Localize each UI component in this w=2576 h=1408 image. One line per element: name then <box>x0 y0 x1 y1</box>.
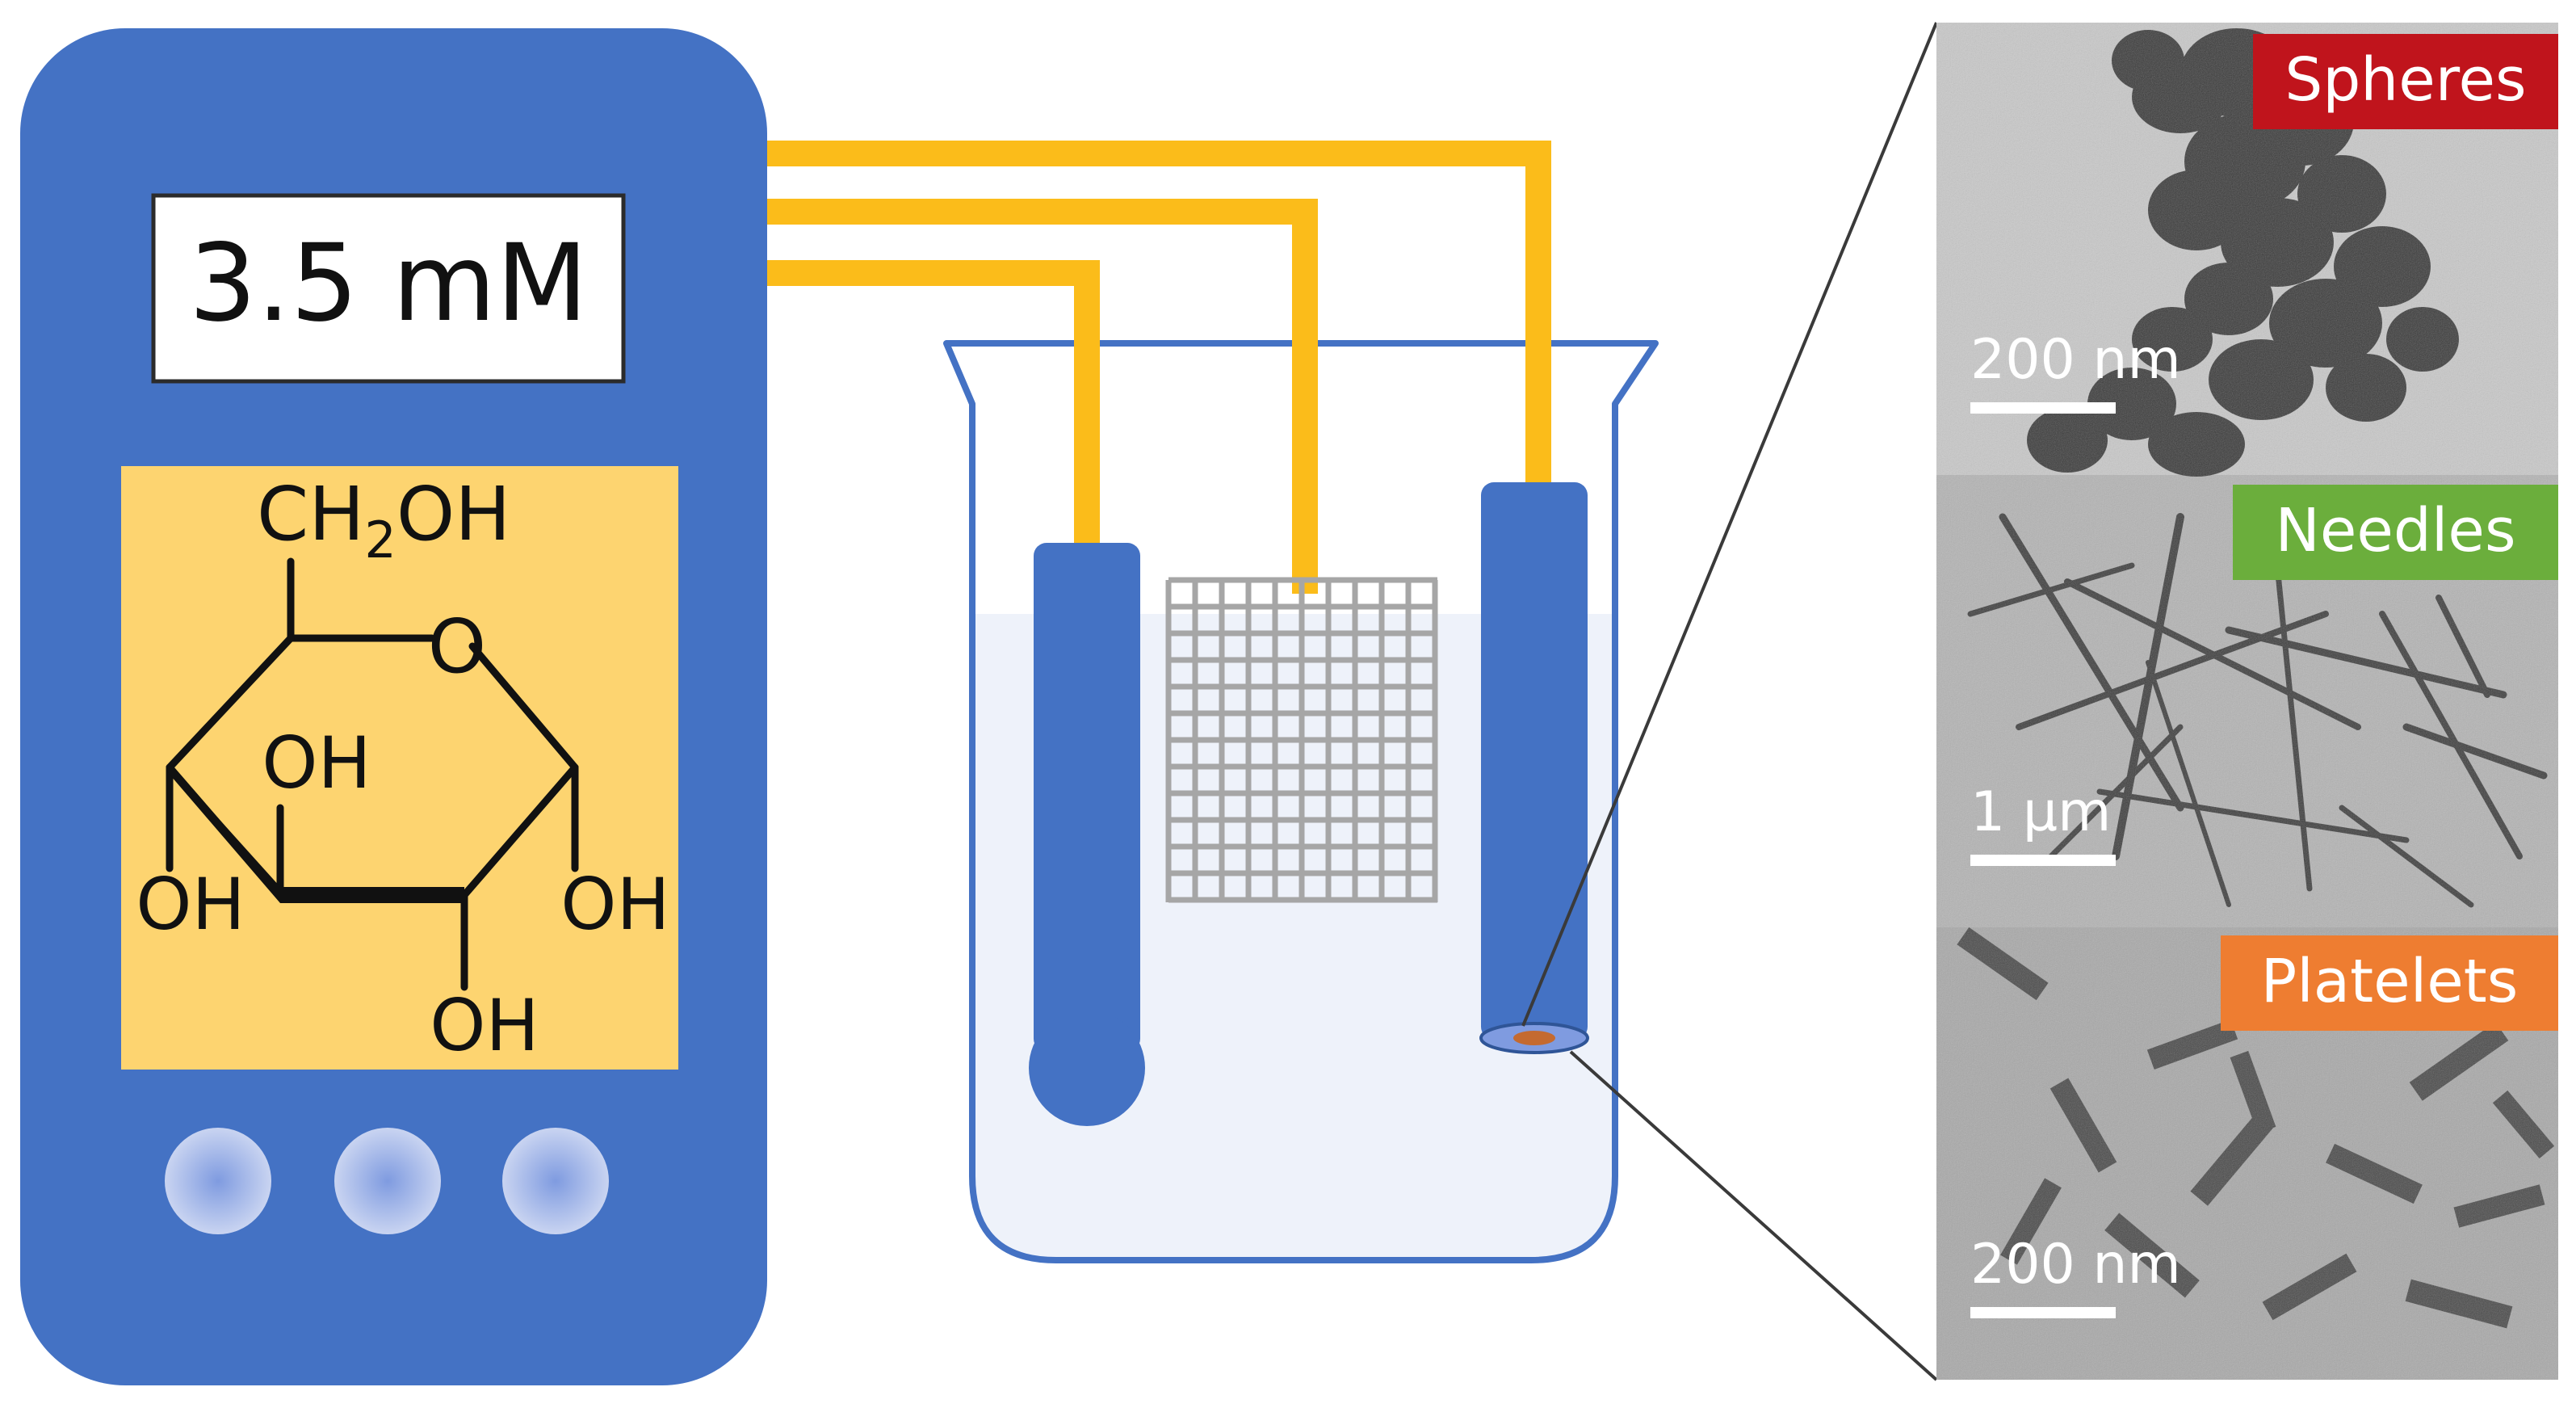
tem-micrographs <box>1936 23 2558 1380</box>
oh-label-left: OH <box>136 863 245 946</box>
micrograph-labels: Spheres 200 nm Needles 1 µm Platelets 200 nm <box>1970 34 2558 1318</box>
zoom-line-top <box>1521 22 1938 1027</box>
micrograph-label-needles: Needles <box>2275 496 2515 565</box>
scale-bar <box>1970 855 2116 866</box>
micrograph-label-box <box>2233 485 2558 580</box>
micrograph-label-platelets: Platelets <box>2261 947 2519 1016</box>
mesh-electrode <box>1165 577 1438 903</box>
scale-bar-label: 1 µm <box>1970 780 2111 844</box>
oh-label-bottom: OH <box>430 984 539 1067</box>
micrograph-label-box <box>2221 935 2558 1031</box>
scale-bar <box>1970 1307 2116 1318</box>
scale-bar-label: 200 nm <box>1970 1233 2181 1297</box>
meter-display <box>151 193 626 384</box>
working-electrode <box>1479 482 1589 1054</box>
scale-bar-label: 200 nm <box>1970 328 2181 392</box>
molecule-front-bond <box>166 764 464 903</box>
glucose-meter: 3.5 mM CH2OH O OH OH OH OH <box>20 28 767 1385</box>
meter-button-1[interactable] <box>165 1128 271 1234</box>
reference-electrode <box>1029 543 1145 1126</box>
beaker-outline <box>943 340 1659 1263</box>
ch2oh-label: CH2OH <box>257 471 510 570</box>
glucose-molecule <box>166 557 579 991</box>
scale-bar <box>1970 402 2116 414</box>
meter-button-3[interactable] <box>502 1128 609 1234</box>
wire-mesh-electrode <box>767 199 1318 594</box>
micrograph-label-spheres: Spheres <box>2284 45 2526 115</box>
meter-display-value: 3.5 mM <box>189 221 588 346</box>
ring-oxygen-label: O <box>428 603 486 690</box>
oh-label-top: OH <box>262 721 371 805</box>
micrograph-label-box <box>2253 34 2558 129</box>
wires <box>767 141 1551 594</box>
wire-reference-electrode <box>767 260 1100 549</box>
molecule-panel <box>121 466 678 1070</box>
meter-button-2[interactable] <box>334 1128 441 1234</box>
zoom-line-bottom <box>1569 1050 1938 1381</box>
wire-counter-electrode <box>767 141 1551 489</box>
oh-label-right: OH <box>560 863 669 946</box>
